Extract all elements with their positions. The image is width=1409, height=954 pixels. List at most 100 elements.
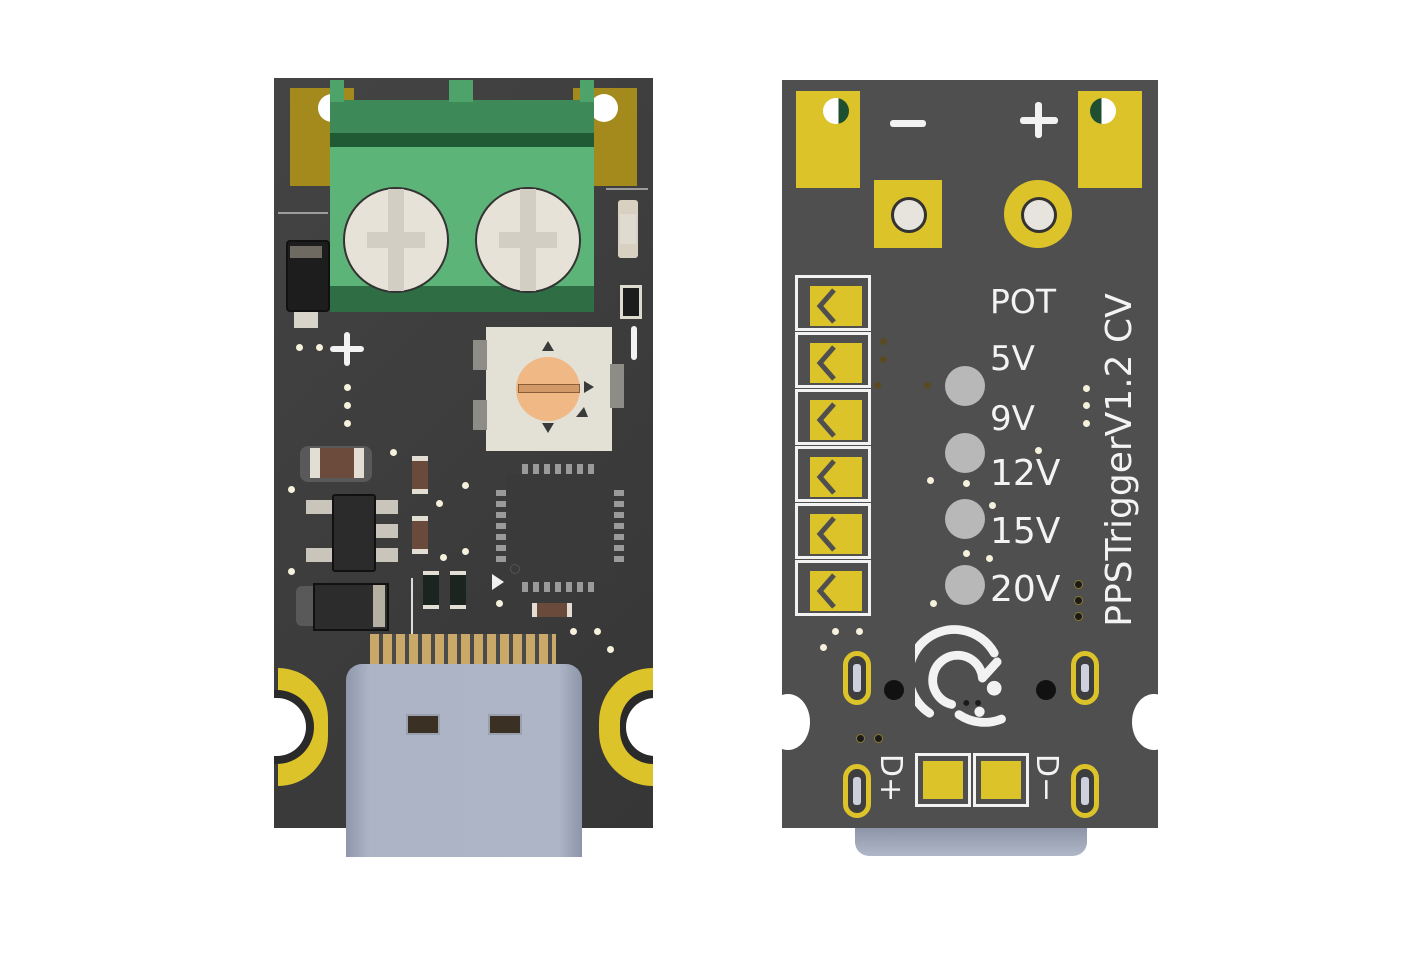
- trimpot-slot: [518, 384, 580, 393]
- via-dark: [1074, 580, 1083, 589]
- via: [856, 628, 863, 635]
- test-pad-d-minus[interactable]: [973, 753, 1029, 807]
- brand-logo-icon: [915, 625, 1006, 727]
- led-smd-2: [450, 571, 466, 609]
- terminal-hole-minus: [823, 98, 849, 124]
- via: [436, 500, 443, 507]
- via: [570, 628, 577, 635]
- terminal-tab-left: [330, 80, 344, 102]
- via: [462, 548, 469, 555]
- terminal-bottom-face: [330, 286, 594, 312]
- capacitor-small-1: [412, 456, 428, 494]
- solder-jumper-pot[interactable]: [795, 275, 871, 331]
- jumper-chevron-icon: [816, 345, 836, 381]
- led-smd-right: [620, 285, 642, 319]
- jumper-chevron-icon: [816, 459, 836, 495]
- jumper-chevron-icon: [816, 573, 836, 609]
- test-pad-copper: [923, 761, 963, 799]
- trimpot-pin-right: [610, 364, 624, 408]
- silk-line-top-left: [278, 212, 328, 214]
- test-pad-copper: [981, 761, 1021, 799]
- regulator-lead-r2: [370, 524, 398, 538]
- solder-jumper-20v[interactable]: [795, 560, 871, 616]
- label-d-minus: D−: [1029, 753, 1064, 803]
- terminal-hole-plus: [1090, 98, 1116, 124]
- trimpot-pin-left-bottom: [473, 400, 487, 430]
- mcu-pins-right: [614, 490, 624, 566]
- solder-jumper-12v[interactable]: [795, 446, 871, 502]
- label-pot: POT: [990, 282, 1057, 321]
- via: [462, 482, 469, 489]
- via: [924, 382, 931, 389]
- mcu-chip: [506, 474, 614, 582]
- resistor-body: [620, 214, 636, 244]
- screw-slot-horizontal: [367, 232, 425, 248]
- terminal-top-shadow: [330, 133, 594, 147]
- via: [880, 338, 887, 345]
- via: [288, 486, 295, 493]
- via: [344, 420, 351, 427]
- pin1-triangle-icon: [492, 574, 504, 590]
- via: [344, 402, 351, 409]
- screw-terminal-block[interactable]: [330, 100, 594, 312]
- slot-inner: [1081, 777, 1089, 805]
- indicator-led-15v: [945, 565, 985, 605]
- slot-inner: [1081, 664, 1089, 692]
- usb-latch-window-left: [406, 714, 440, 735]
- via: [344, 384, 351, 391]
- terminal-tab-center: [449, 80, 473, 102]
- led-smd-1: [423, 571, 439, 609]
- capacitor-small-2: [412, 516, 428, 554]
- tht-hole-square: [891, 197, 927, 233]
- terminal-screw-right[interactable]: [475, 187, 581, 293]
- capacitor-small-3: [532, 603, 572, 617]
- solder-jumper-15v[interactable]: [795, 503, 871, 559]
- via: [1035, 447, 1042, 454]
- regulator-lead-r3: [370, 548, 398, 562]
- regulator-body: [332, 494, 376, 572]
- silk-minus-vertical: [631, 326, 637, 360]
- via-dark: [874, 734, 883, 743]
- usb-shield-slot-top-left: [843, 651, 871, 705]
- indicator-led-12v: [945, 499, 985, 539]
- via: [1083, 385, 1090, 392]
- solder-jumper-9v[interactable]: [795, 389, 871, 445]
- label-20v: 20V: [990, 569, 1061, 610]
- via: [440, 554, 447, 561]
- mount-hole-top-right: [590, 94, 618, 122]
- jumper-chevron-icon: [816, 288, 836, 324]
- mcu-pins-top: [522, 464, 598, 474]
- via-dark: [1074, 596, 1083, 605]
- test-pad-d-plus[interactable]: [915, 753, 971, 807]
- screw-slot-horizontal: [499, 232, 557, 248]
- diode-band: [290, 246, 322, 258]
- slot-inner: [853, 777, 861, 805]
- usb-latch-window-right: [488, 714, 522, 735]
- via: [986, 555, 993, 562]
- mcu-pins-bottom: [522, 582, 598, 592]
- via: [316, 344, 323, 351]
- usb-c-receptacle[interactable]: [346, 664, 582, 857]
- label-5v: 5V: [990, 339, 1035, 379]
- tht-hole-round: [1021, 197, 1057, 233]
- solder-jumper-5v[interactable]: [795, 332, 871, 388]
- via-dark: [1074, 612, 1083, 621]
- via: [1083, 420, 1090, 427]
- jumper-chevron-icon: [816, 402, 836, 438]
- silk-line-right: [606, 188, 648, 190]
- board-name-label: PPSTriggerV1.2 CV: [1099, 293, 1140, 627]
- silk-plus-vertical: [344, 332, 350, 366]
- diode-bottom-band: [373, 585, 385, 627]
- via: [820, 644, 827, 651]
- via: [930, 600, 937, 607]
- via: [880, 356, 887, 363]
- terminal-screw-left[interactable]: [343, 187, 449, 293]
- terminal-top-face: [330, 100, 594, 133]
- label-15v: 15V: [990, 511, 1061, 552]
- usb-shield-slot-top-right: [1071, 651, 1099, 705]
- via: [390, 449, 397, 456]
- silk-line-vertical: [411, 578, 413, 634]
- via: [296, 344, 303, 351]
- via: [288, 568, 295, 575]
- indicator-led-5v: [945, 366, 985, 406]
